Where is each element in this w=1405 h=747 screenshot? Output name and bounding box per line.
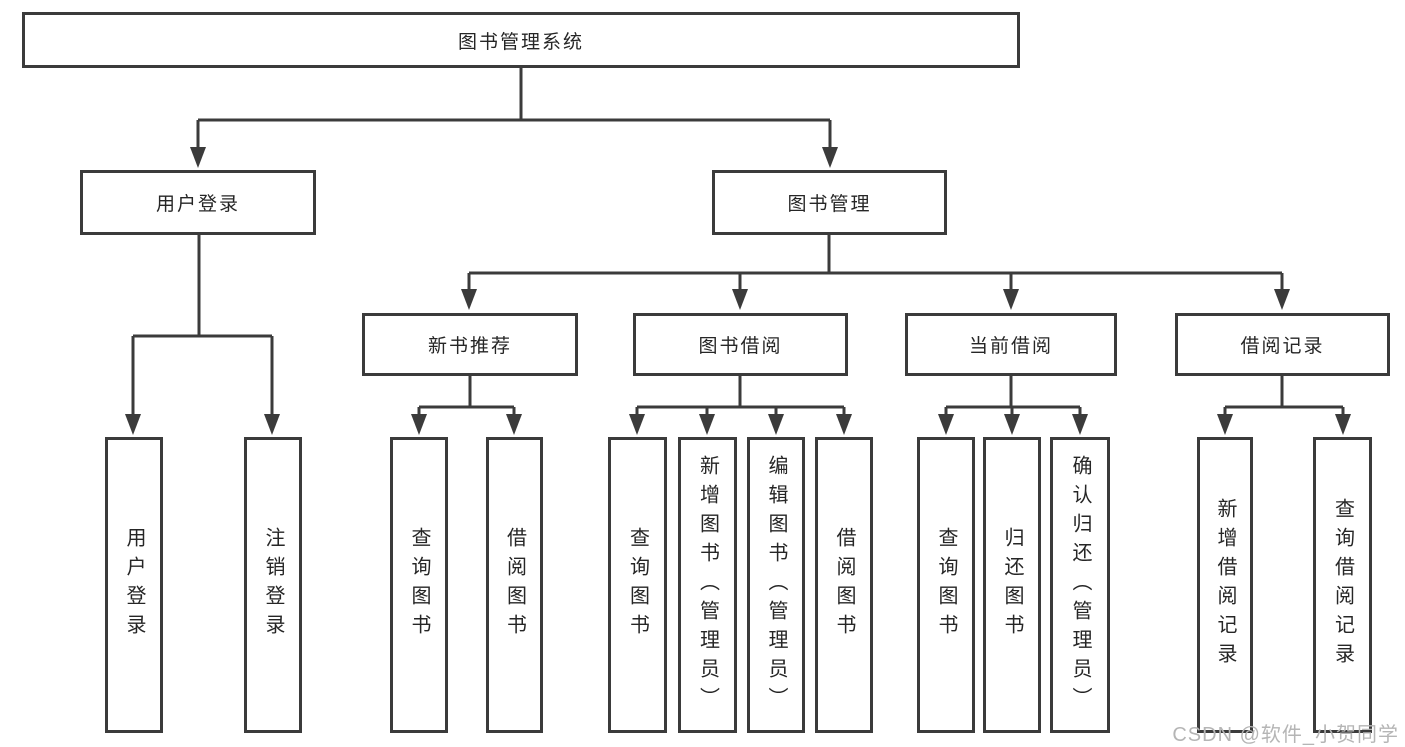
node-label: 借阅图书 [503,527,526,643]
node-label: 查询图书 [408,527,430,643]
node-borrow-books-recommend: 借阅图书 [486,437,543,733]
arrowhead [1335,414,1351,435]
arrowhead [732,289,748,310]
node-label: 图书管理 [787,194,872,215]
node-label: 图书借阅 [698,336,783,357]
node-label: 用户登录 [155,194,240,215]
arrowhead [768,414,784,435]
arrowhead [506,414,522,435]
node-logout: 注销登录 [244,437,302,733]
node-label: 查询图书 [935,527,957,643]
node-query-books-recommend: 查询图书 [390,437,448,733]
node-return-books: 归还图书 [983,437,1041,733]
node-edit-book-admin: 编辑图书（管理员） [747,437,805,733]
node-book-borrowing: 图书借阅 [633,313,848,376]
node-user-login-leaf: 用户登录 [105,437,163,733]
node-current-borrowing: 当前借阅 [905,313,1117,376]
arrowhead [699,414,715,435]
node-label: 借阅图书 [833,527,855,643]
node-label: 确认归还（管理员） [1069,454,1091,716]
node-root: 图书管理系统 [22,12,1020,68]
arrowhead [190,147,206,168]
node-label: 归还图书 [1001,527,1023,643]
node-borrow-books-leaf: 借阅图书 [815,437,873,733]
arrowhead [461,289,477,310]
node-label: 图书管理系统 [457,31,584,53]
arrowhead [411,414,427,435]
arrowheads [125,147,1351,435]
node-query-borrow-record: 查询借阅记录 [1313,437,1372,733]
arrowhead [1072,414,1088,435]
arrowhead [836,414,852,435]
arrowhead [1003,289,1019,310]
node-label: 查询借阅记录 [1331,498,1354,672]
node-borrow-records: 借阅记录 [1175,313,1390,376]
node-new-book-recommend: 新书推荐 [362,313,578,376]
node-label: 用户登录 [123,527,145,643]
arrowhead [822,147,838,168]
node-query-books-borrowing: 查询图书 [608,437,667,733]
tree-edges [131,68,1345,420]
node-book-management: 图书管理 [712,170,947,235]
arrowhead [1004,414,1020,435]
arrowhead [938,414,954,435]
node-label: 新增图书（管理员） [696,454,719,716]
node-add-book-admin: 新增图书（管理员） [678,437,737,733]
node-label: 注销登录 [262,527,284,643]
node-label: 当前借阅 [968,336,1053,357]
node-add-borrow-record: 新增借阅记录 [1197,437,1253,733]
node-label: 查询图书 [626,527,649,643]
node-label: 新增借阅记录 [1214,498,1236,672]
arrowhead [629,414,645,435]
arrowhead [1217,414,1233,435]
node-user-login-branch: 用户登录 [80,170,316,235]
node-query-books-current: 查询图书 [917,437,975,733]
node-label: 新书推荐 [427,336,512,357]
arrowhead [125,414,141,435]
node-confirm-return-admin: 确认归还（管理员） [1050,437,1110,733]
arrowhead [1274,289,1290,310]
arrowhead [264,414,280,435]
node-label: 借阅记录 [1240,336,1325,357]
node-label: 编辑图书（管理员） [765,454,787,716]
watermark-text: CSDN @软件_小贺同学 [1172,724,1399,746]
